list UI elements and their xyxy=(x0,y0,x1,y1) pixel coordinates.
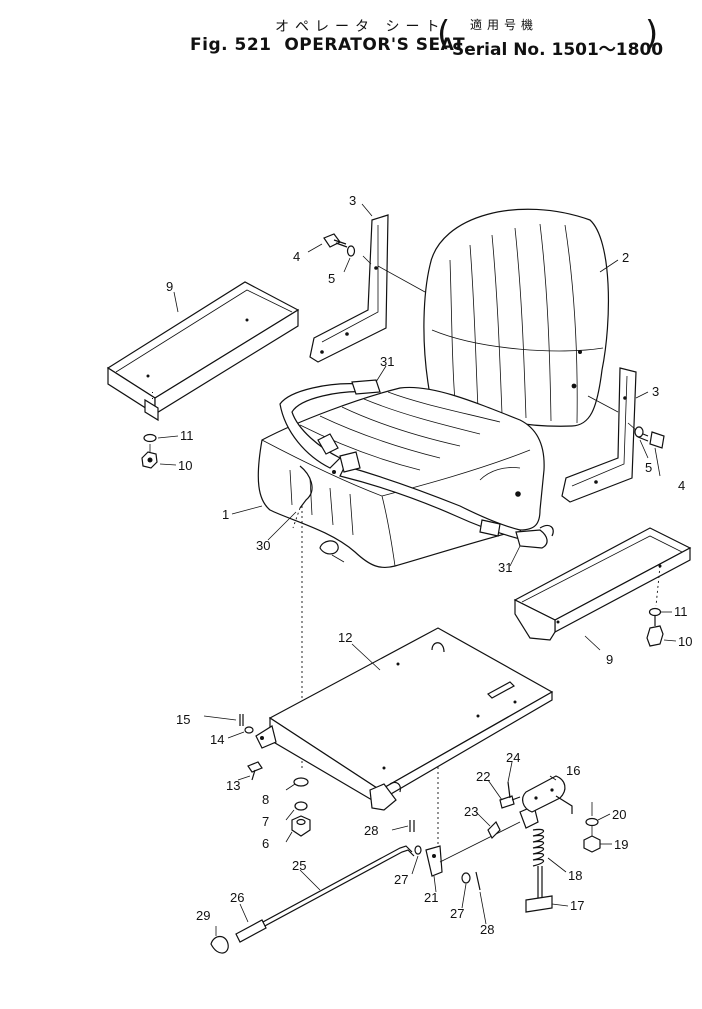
callout-25: 25 xyxy=(292,858,306,873)
armrest-left-part xyxy=(106,281,300,422)
callout-31-top: 31 xyxy=(380,354,394,369)
callout-leaders xyxy=(173,203,661,936)
bolt-4-right xyxy=(627,422,665,449)
seat-belt-part xyxy=(279,379,554,549)
japanese-title: オペレータ シート xyxy=(275,19,446,35)
bracket-right-part xyxy=(561,367,637,503)
callout-3-left: 3 xyxy=(349,193,356,208)
figure-name: OPERATOR'S SEAT xyxy=(284,35,466,55)
bolt-4-left xyxy=(323,233,372,265)
bracket-left-part xyxy=(309,214,389,363)
callout-5-right: 5 xyxy=(645,460,652,475)
callout-8: 8 xyxy=(262,792,269,807)
callout-28-right: 28 xyxy=(480,922,494,937)
callout-1: 1 xyxy=(222,507,229,522)
callout-13: 13 xyxy=(226,778,240,793)
washer-nut-left xyxy=(141,433,179,469)
callout-2: 2 xyxy=(622,250,629,265)
slide-lever-part xyxy=(210,845,415,954)
callout-numbers: 1 2 3 3 4 4 5 5 6 7 8 9 9 10 10 11 11 12… xyxy=(166,193,692,937)
callout-27-left: 27 xyxy=(394,872,408,887)
callout-3-right: 3 xyxy=(652,384,659,399)
callout-6: 6 xyxy=(262,836,269,851)
callout-9-right: 9 xyxy=(606,652,613,667)
armrest-right-part xyxy=(513,527,692,641)
callout-23: 23 xyxy=(464,804,478,819)
japanese-applicable-label: 適用号機 xyxy=(470,18,539,32)
callout-11-left: 11 xyxy=(180,428,194,443)
callout-30: 30 xyxy=(256,538,270,553)
callout-19: 19 xyxy=(614,837,628,852)
latch-assembly xyxy=(409,781,539,891)
callout-26: 26 xyxy=(230,890,244,905)
callout-20: 20 xyxy=(612,807,626,822)
close-paren: ) xyxy=(645,14,659,54)
callout-29: 29 xyxy=(196,908,210,923)
base-plate-part xyxy=(255,627,554,811)
callout-4-right: 4 xyxy=(678,478,685,493)
leader-backrest-bracket xyxy=(587,395,619,413)
callout-27-right: 27 xyxy=(450,906,464,921)
callout-10-left: 10 xyxy=(178,458,192,473)
hardware-6-7-8 xyxy=(291,777,311,837)
callout-5-left: 5 xyxy=(328,271,335,286)
callout-22: 22 xyxy=(476,769,490,784)
callout-18: 18 xyxy=(568,868,582,883)
callout-21: 21 xyxy=(424,890,438,905)
open-paren: ( xyxy=(437,14,451,54)
callout-17: 17 xyxy=(570,898,584,913)
callout-9-left: 9 xyxy=(166,279,173,294)
callout-11-right: 11 xyxy=(674,604,688,619)
serial-range: Serial No. 1501～1800 xyxy=(452,40,664,60)
callout-24: 24 xyxy=(506,750,520,765)
hardware-13-14-15 xyxy=(203,714,263,781)
callout-7: 7 xyxy=(262,814,269,829)
callout-15: 15 xyxy=(176,712,190,727)
callout-4-left: 4 xyxy=(293,249,300,264)
callout-28-left: 28 xyxy=(364,823,378,838)
figure-title: Fig. 521 OPERATOR'S SEAT xyxy=(190,35,465,55)
washer-nut-right xyxy=(646,565,677,647)
figure-number: Fig. 521 xyxy=(190,35,272,55)
leader-bracket-backrest xyxy=(377,265,426,293)
callout-31-bottom: 31 xyxy=(498,560,512,575)
callout-10-right: 10 xyxy=(678,634,692,649)
callout-16: 16 xyxy=(566,763,580,778)
backrest-part xyxy=(423,208,610,427)
callout-14: 14 xyxy=(210,732,224,747)
stopper-assembly xyxy=(522,775,601,913)
seat-cushion-part xyxy=(257,386,545,569)
callout-12: 12 xyxy=(338,630,352,645)
